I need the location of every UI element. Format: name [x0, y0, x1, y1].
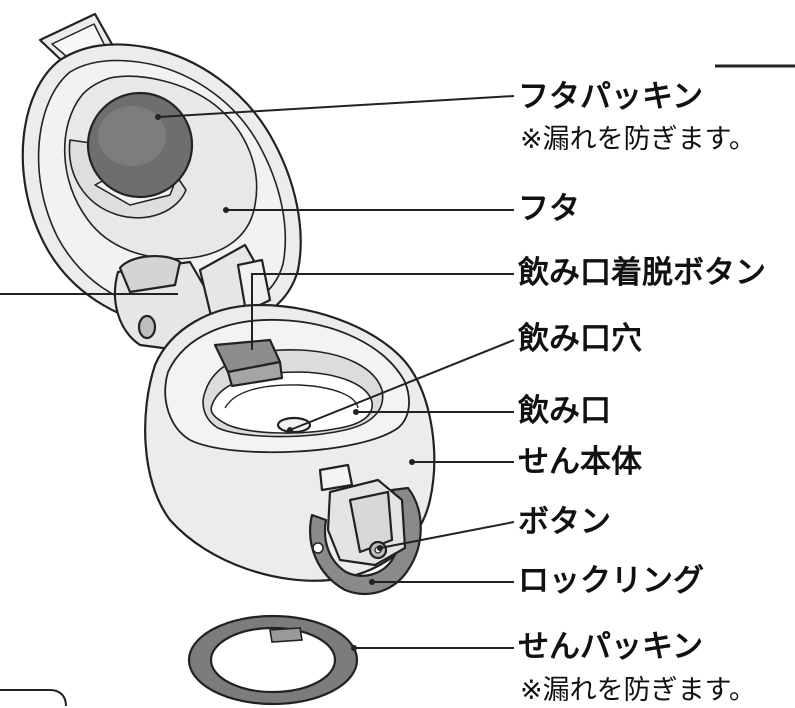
- label-spout-hole: 飲み口穴: [518, 321, 642, 357]
- label-spout-release-button: 飲み口着脱ボタン: [518, 255, 766, 291]
- label-stopper-packing: せんパッキン: [518, 629, 704, 665]
- label-spout: 飲み口: [518, 393, 611, 429]
- stopper-packing: [187, 614, 359, 706]
- leader-lines: [157, 95, 515, 649]
- spout-hole-opening: [276, 416, 312, 434]
- label-button: ボタン: [518, 504, 611, 540]
- label-lid-packing: フタパッキン: [518, 79, 704, 115]
- label-lid: フタ: [518, 191, 580, 227]
- lock-ring-assembly: [309, 478, 422, 595]
- note-stopper-packing: ※漏れを防ぎます。: [520, 675, 756, 706]
- label-lock-ring: ロックリング: [518, 563, 704, 599]
- note-lid-packing: ※漏れを防ぎます。: [520, 124, 756, 155]
- label-stopper-body: せん本体: [518, 444, 642, 480]
